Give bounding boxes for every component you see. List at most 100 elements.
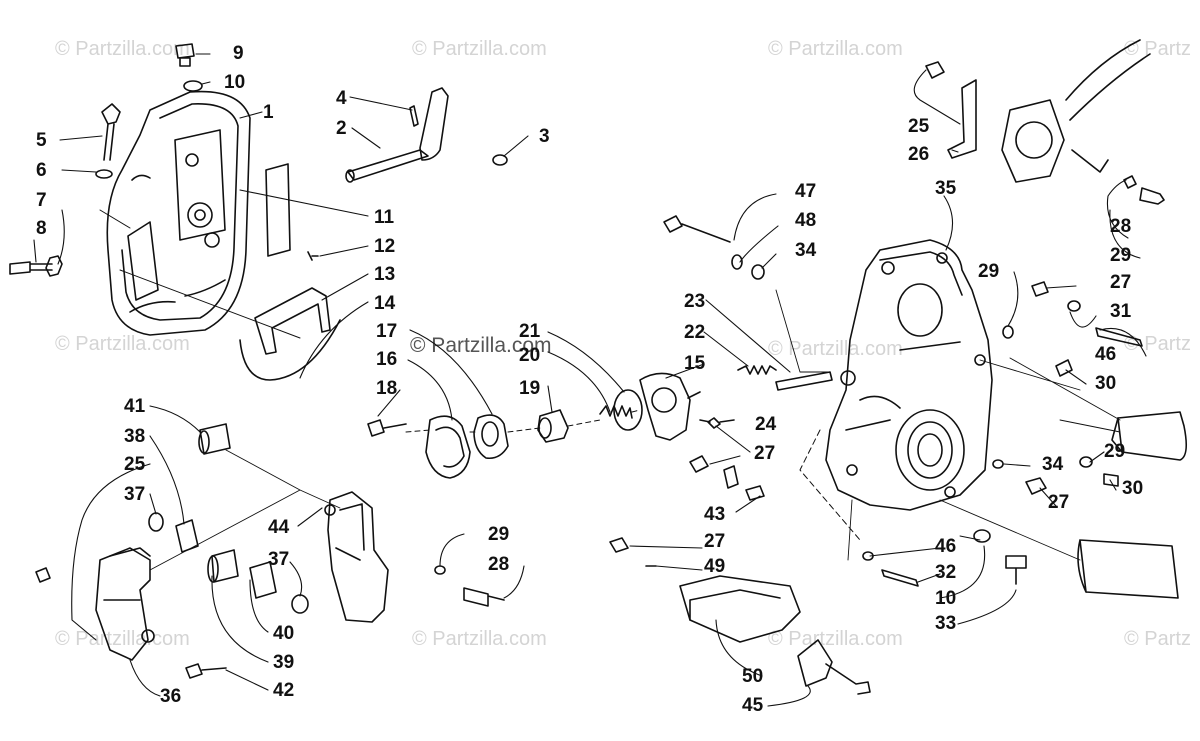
callout-24[interactable]: 24 — [755, 414, 777, 435]
callout-31[interactable]: 31 — [1110, 301, 1132, 322]
callout-32[interactable]: 32 — [935, 562, 957, 583]
callout-27[interactable]: 27 — [1110, 272, 1132, 293]
roll-pin-part — [409, 105, 419, 127]
callout-40[interactable]: 40 — [273, 623, 295, 644]
callout-4[interactable]: 4 — [336, 88, 347, 109]
watermark: © Partz — [1124, 628, 1191, 650]
callout-44[interactable]: 44 — [268, 517, 290, 538]
callout-47[interactable]: 47 — [795, 181, 817, 202]
callout-29[interactable]: 29 — [1104, 441, 1126, 462]
center-assembly-part — [367, 365, 833, 479]
callout-6[interactable]: 6 — [36, 160, 47, 181]
callout-7[interactable]: 7 — [36, 190, 47, 211]
callout-48[interactable]: 48 — [795, 210, 817, 231]
dipstick-part — [101, 103, 121, 161]
callout-30[interactable]: 30 — [1122, 478, 1144, 499]
long-bolt-part — [663, 215, 731, 243]
callout-13[interactable]: 13 — [374, 264, 396, 285]
plug-part — [175, 43, 195, 67]
nut-part — [609, 537, 657, 567]
callout-27[interactable]: 27 — [754, 443, 776, 464]
watermark: © Partzilla.com — [412, 628, 547, 650]
callout-25[interactable]: 25 — [908, 116, 930, 137]
callout-21[interactable]: 21 — [519, 321, 541, 342]
callout-2[interactable]: 2 — [336, 118, 347, 139]
callout-36[interactable]: 36 — [160, 686, 182, 707]
callout-1[interactable]: 1 — [263, 102, 274, 123]
watermark: © Partzilla.com — [55, 38, 190, 60]
callout-35[interactable]: 35 — [935, 178, 957, 199]
nut-part — [1031, 281, 1049, 297]
watermark: © Partzilla.com — [412, 38, 547, 60]
callout-34[interactable]: 34 — [1042, 454, 1064, 475]
callout-26[interactable]: 26 — [908, 144, 930, 165]
callout-3[interactable]: 3 — [539, 126, 550, 147]
mount-block-part — [95, 547, 151, 661]
retaining-ring-part — [492, 154, 508, 166]
callout-33[interactable]: 33 — [935, 613, 957, 634]
mount-bracket-part — [679, 575, 801, 643]
callout-28[interactable]: 28 — [1110, 216, 1132, 237]
callout-9[interactable]: 9 — [233, 43, 244, 64]
callout-29[interactable]: 29 — [488, 524, 510, 545]
brake-caliper-part — [1001, 99, 1065, 183]
callout-18[interactable]: 18 — [376, 378, 398, 399]
callout-34[interactable]: 34 — [795, 240, 817, 261]
shift-lever-part — [419, 87, 449, 161]
washer-part — [183, 80, 203, 92]
callout-42[interactable]: 42 — [273, 680, 295, 701]
bracket-part — [254, 287, 331, 355]
callout-29[interactable]: 29 — [978, 261, 1000, 282]
callout-37[interactable]: 37 — [268, 549, 290, 570]
watermark: © Partz — [1124, 333, 1191, 355]
cable-part — [239, 319, 341, 381]
callout-39[interactable]: 39 — [273, 652, 295, 673]
callout-17[interactable]: 17 — [376, 321, 398, 342]
callout-38[interactable]: 38 — [124, 426, 146, 447]
callout-49[interactable]: 49 — [704, 556, 726, 577]
callout-29[interactable]: 29 — [1110, 245, 1132, 266]
callout-46[interactable]: 46 — [1095, 344, 1117, 365]
gasket-part — [265, 163, 291, 257]
callout-20[interactable]: 20 — [519, 345, 541, 366]
callout-10[interactable]: 10 — [224, 72, 246, 93]
callout-11[interactable]: 11 — [374, 207, 395, 228]
tensioner-part — [797, 639, 833, 687]
callout-14[interactable]: 14 — [374, 293, 396, 314]
watermark: © Partzilla.com — [768, 628, 903, 650]
callout-27[interactable]: 27 — [704, 531, 726, 552]
watermark: © Partzilla.com — [768, 38, 903, 60]
callout-8[interactable]: 8 — [36, 218, 47, 239]
callout-15[interactable]: 15 — [684, 353, 706, 374]
chaincase-housing-part — [825, 239, 993, 511]
output-shaft-part — [1117, 411, 1188, 461]
callout-46[interactable]: 46 — [935, 536, 957, 557]
callout-23[interactable]: 23 — [684, 291, 706, 312]
brake-bracket-part — [947, 79, 977, 159]
nut-part — [925, 61, 945, 79]
callout-45[interactable]: 45 — [742, 695, 764, 716]
callout-30[interactable]: 30 — [1095, 373, 1117, 394]
callout-10[interactable]: 10 — [935, 588, 957, 609]
callout-50[interactable]: 50 — [742, 666, 764, 687]
callout-41[interactable]: 41 — [124, 396, 146, 417]
callout-28[interactable]: 28 — [488, 554, 510, 575]
watermark: © Partz — [1124, 38, 1191, 60]
callout-12[interactable]: 12 — [374, 236, 396, 257]
callout-25[interactable]: 25 — [124, 454, 146, 475]
screw-part — [307, 251, 319, 261]
shift-shaft-part — [347, 149, 429, 181]
spacer-part — [199, 423, 231, 455]
callout-27[interactable]: 27 — [1048, 492, 1070, 513]
callout-19[interactable]: 19 — [519, 378, 541, 399]
watermark-center: © Partzilla.com — [410, 334, 552, 357]
callout-5[interactable]: 5 — [36, 130, 47, 151]
callout-43[interactable]: 43 — [704, 504, 726, 525]
callout-22[interactable]: 22 — [684, 322, 706, 343]
brake-disc-part — [1065, 39, 1151, 173]
callout-37[interactable]: 37 — [124, 484, 146, 505]
o-ring-part — [95, 169, 113, 179]
callout-16[interactable]: 16 — [376, 349, 398, 370]
